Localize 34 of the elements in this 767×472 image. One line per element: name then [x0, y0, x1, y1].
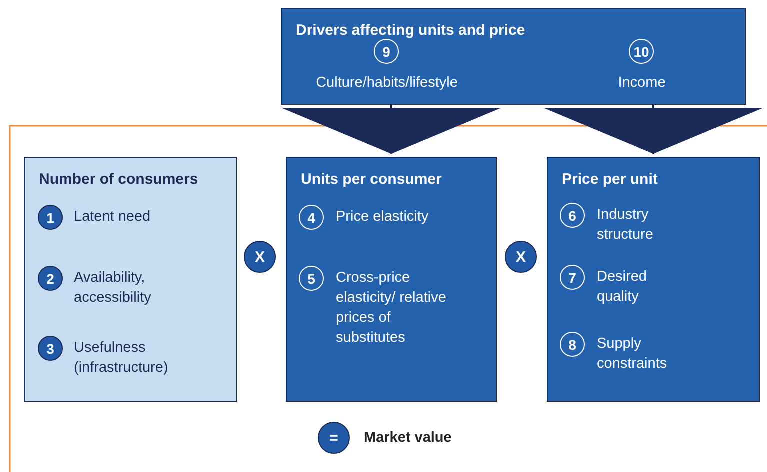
- panel-heading: Price per unit: [562, 171, 658, 188]
- item-number: 3: [38, 336, 63, 361]
- panel: [24, 157, 237, 402]
- chevron-arrow: [544, 105, 764, 154]
- operator-circle: X: [244, 241, 276, 273]
- item-text: Desired quality: [597, 268, 648, 307]
- item-text: Culture/habits/lifestyle: [315, 74, 459, 93]
- item-number: 4: [299, 205, 324, 230]
- item-text: Industry structure: [597, 206, 654, 245]
- item-text: Supply constraints: [597, 335, 668, 374]
- operator-circle: =: [318, 422, 350, 454]
- item-number: 9: [374, 39, 399, 64]
- panel: [286, 157, 497, 402]
- item-text: Price elasticity: [336, 208, 430, 227]
- item-text: Latent need: [74, 208, 152, 227]
- panel: [547, 157, 760, 402]
- chevron-arrow: [282, 105, 502, 154]
- item-number: 1: [38, 205, 63, 230]
- item-number: 10: [629, 39, 654, 64]
- item-number: 7: [560, 265, 585, 290]
- item-number: 6: [560, 203, 585, 228]
- panel-heading: Units per consumer: [301, 171, 442, 188]
- panel: [281, 8, 746, 105]
- result-label: Market value: [364, 429, 452, 448]
- item-text: Usefulness (infrastructure): [74, 339, 170, 378]
- panel-heading: Number of consumers: [39, 171, 198, 188]
- item-number: 5: [299, 266, 324, 291]
- item-number: 2: [38, 266, 63, 291]
- item-text: Availability, accessibility: [74, 269, 152, 308]
- item-number: 8: [560, 332, 585, 357]
- panel-heading: Drivers affecting units and price: [296, 22, 526, 39]
- item-text: Income: [617, 74, 667, 93]
- operator-circle: X: [505, 241, 537, 273]
- item-text: Cross-price elasticity/ relative prices of substitutes: [336, 269, 448, 348]
